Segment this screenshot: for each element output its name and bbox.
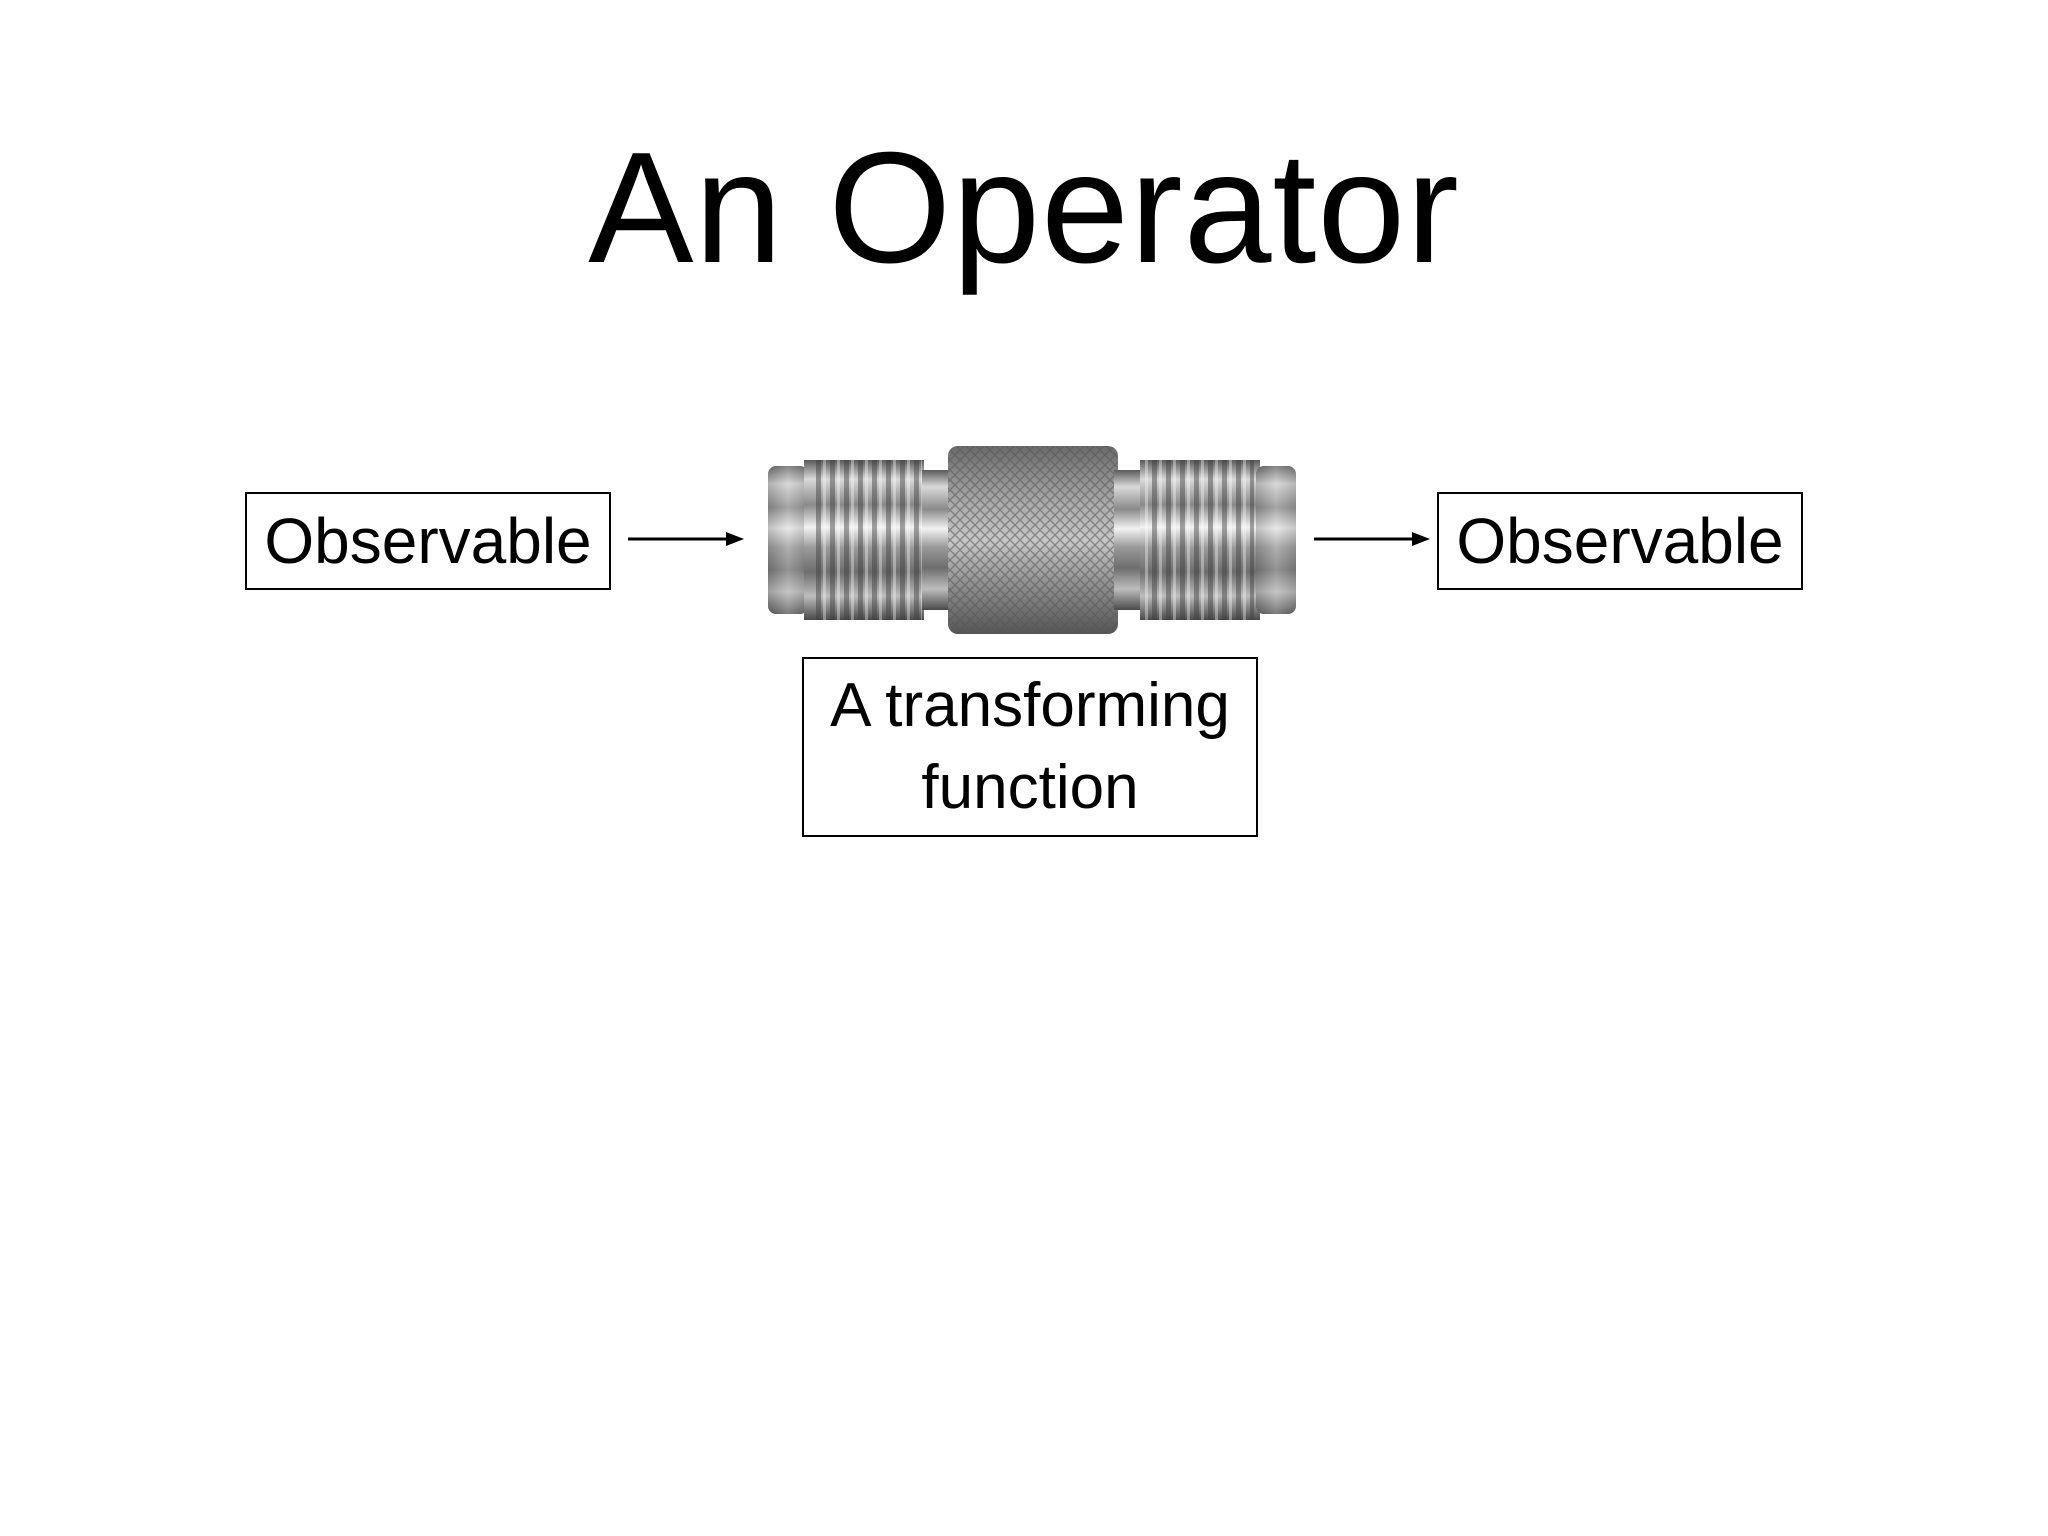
right-arrow-icon [1314, 532, 1430, 546]
transforming-function-label-line1: A transforming [830, 671, 1230, 740]
coaxial-connector-adapter-image [768, 446, 1296, 634]
slide-title: An Operator [588, 120, 1460, 296]
output-observable-box: Observable [1437, 492, 1803, 590]
input-observable-box: Observable [245, 492, 611, 590]
transforming-function-label-line2: function [921, 753, 1139, 822]
right-arrow-icon [628, 532, 744, 546]
transforming-function-box: A transforming function [802, 657, 1258, 837]
